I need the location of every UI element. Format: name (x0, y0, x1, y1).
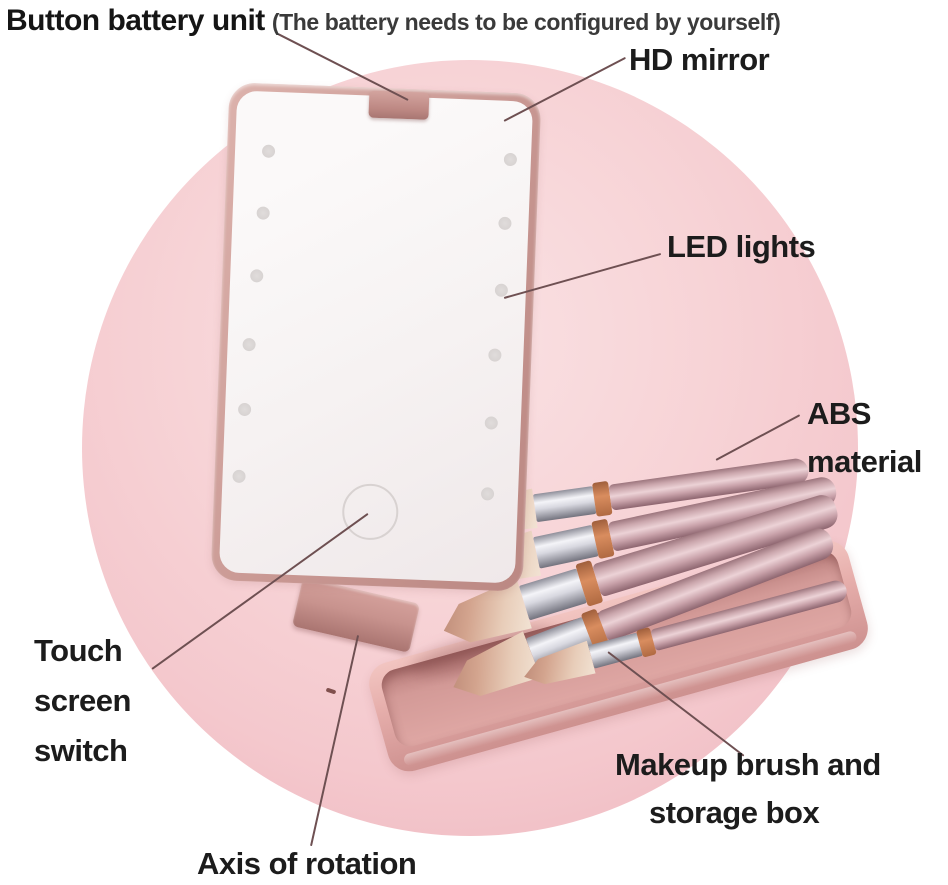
abs-material-line-2: material (807, 444, 922, 479)
battery-label-row: Button battery unit (The battery needs t… (6, 4, 781, 38)
abs-material-line-1: ABS (807, 396, 871, 431)
touch-switch-line-1: Touch (34, 633, 123, 668)
battery-label: Button battery unit (6, 4, 265, 37)
touch-switch-line-3: switch (34, 733, 128, 768)
hd-mirror-label: HD mirror (629, 42, 770, 77)
mirror-lid (210, 82, 542, 592)
touch-switch-label: Touch screen switch (34, 626, 131, 776)
led-lights-label: LED lights (667, 229, 816, 264)
brush-box-label-line-2: storage box (649, 795, 820, 830)
axis-label: Axis of rotation (197, 846, 417, 881)
touch-switch-line-2: screen (34, 683, 131, 718)
abs-material-label: ABS material (807, 390, 922, 486)
brush-box-label-line-1: Makeup brush and (615, 747, 881, 782)
battery-note: (The battery needs to be configured by y… (271, 9, 781, 35)
